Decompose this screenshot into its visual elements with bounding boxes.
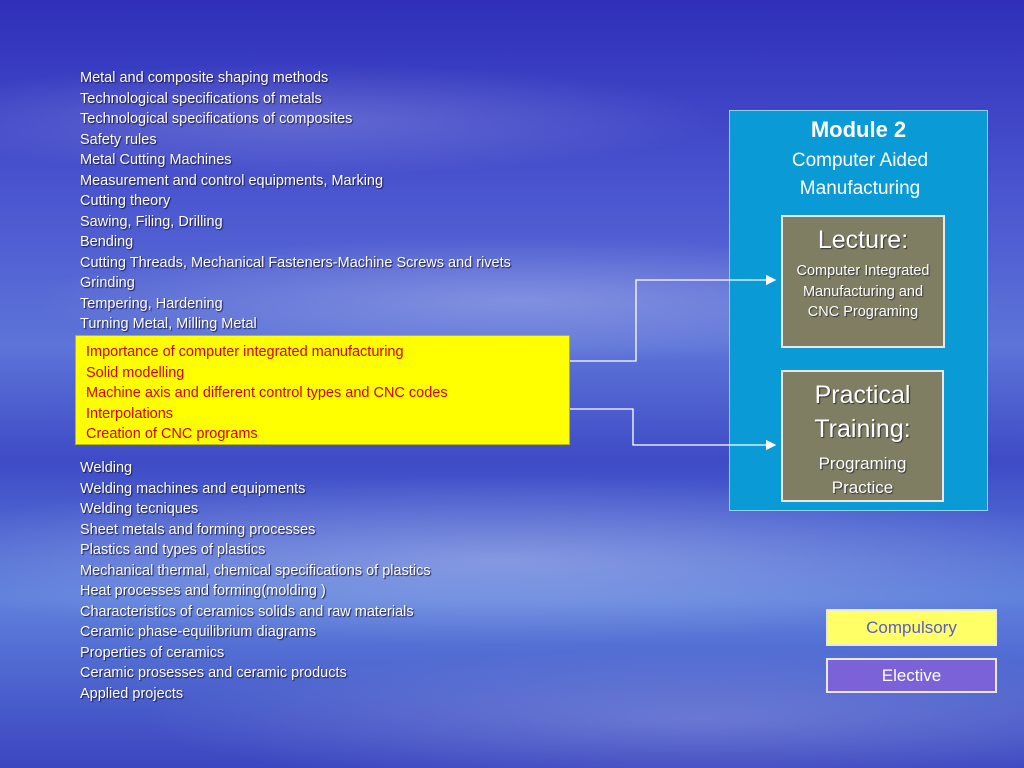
topic-item: Ceramic prosesses and ceramic products <box>80 665 347 681</box>
topic-item: Interpolations <box>86 405 174 422</box>
topic-item: Creation of CNC programs <box>86 426 258 442</box>
topic-item: Ceramic phase-equilibrium diagrams <box>80 624 317 640</box>
arrow-to-practical <box>570 408 777 451</box>
topic-item: Measurement and control equipments, Mark… <box>80 172 384 189</box>
topic-item: Properties of ceramics <box>80 644 225 661</box>
topic-item: Technological specifications of composit… <box>80 111 353 127</box>
lecture-title: Lecture: <box>817 226 909 254</box>
topic-item: Sheet metals and forming processes <box>80 521 316 538</box>
practical-title: Practical Training: <box>814 381 911 443</box>
topic-item: Cutting Threads, Mechanical Fasteners-Ma… <box>80 254 511 271</box>
topic-item: Characteristics of ceramics solids and r… <box>80 603 414 620</box>
topic-item: Mechanical thermal, chemical specificati… <box>80 562 431 579</box>
legend-elective: Elective <box>826 658 997 693</box>
topic-item: Metal Cutting Machines <box>80 152 232 168</box>
topic-item: Technological specifications of metals <box>80 90 322 107</box>
topic-item: Machine axis and different control types… <box>86 385 448 401</box>
topic-item: Safety rules <box>80 131 157 148</box>
topic-item: Plastics and types of plastics <box>80 542 266 558</box>
topic-item: Cutting theory <box>80 193 171 209</box>
arrow-to-lecture <box>570 274 777 362</box>
practical-training-box: Practical Training: Programing Practice <box>781 370 944 502</box>
highlighted-topics-box: Importance of computer integrated manufa… <box>75 335 570 445</box>
highlighted-topic-list: Importance of computer integrated manufa… <box>86 342 569 445</box>
topic-item: Welding <box>80 460 133 476</box>
topic-item: Importance of computer integrated manufa… <box>86 344 404 360</box>
topic-item: Grinding <box>80 275 135 291</box>
topic-item: Bending <box>80 234 134 250</box>
module-title: Module 2 <box>810 117 907 142</box>
topic-item: Solid modelling <box>86 364 185 381</box>
topic-item: Applied projects <box>80 685 184 702</box>
practical-body: Programing Practice <box>818 454 907 497</box>
topic-item: Welding tecniques <box>80 501 199 517</box>
topic-item: Tempering, Hardening <box>80 295 223 312</box>
topic-item: Sawing, Filing, Drilling <box>80 213 223 230</box>
legend-compulsory: Compulsory <box>826 609 997 646</box>
topic-item: Heat processes and forming(molding ) <box>80 583 326 599</box>
topic-item: Turning Metal, Milling Metal <box>80 316 257 332</box>
module-subtitle: Computer Aided Manufacturing <box>791 150 929 199</box>
topic-item: Metal and composite shaping methods <box>80 70 329 86</box>
lecture-body: Computer Integrated Manufacturing and CN… <box>796 263 930 320</box>
topic-item: Welding machines and equipments <box>80 480 306 497</box>
lecture-box: Lecture: Computer Integrated Manufacturi… <box>781 215 945 348</box>
